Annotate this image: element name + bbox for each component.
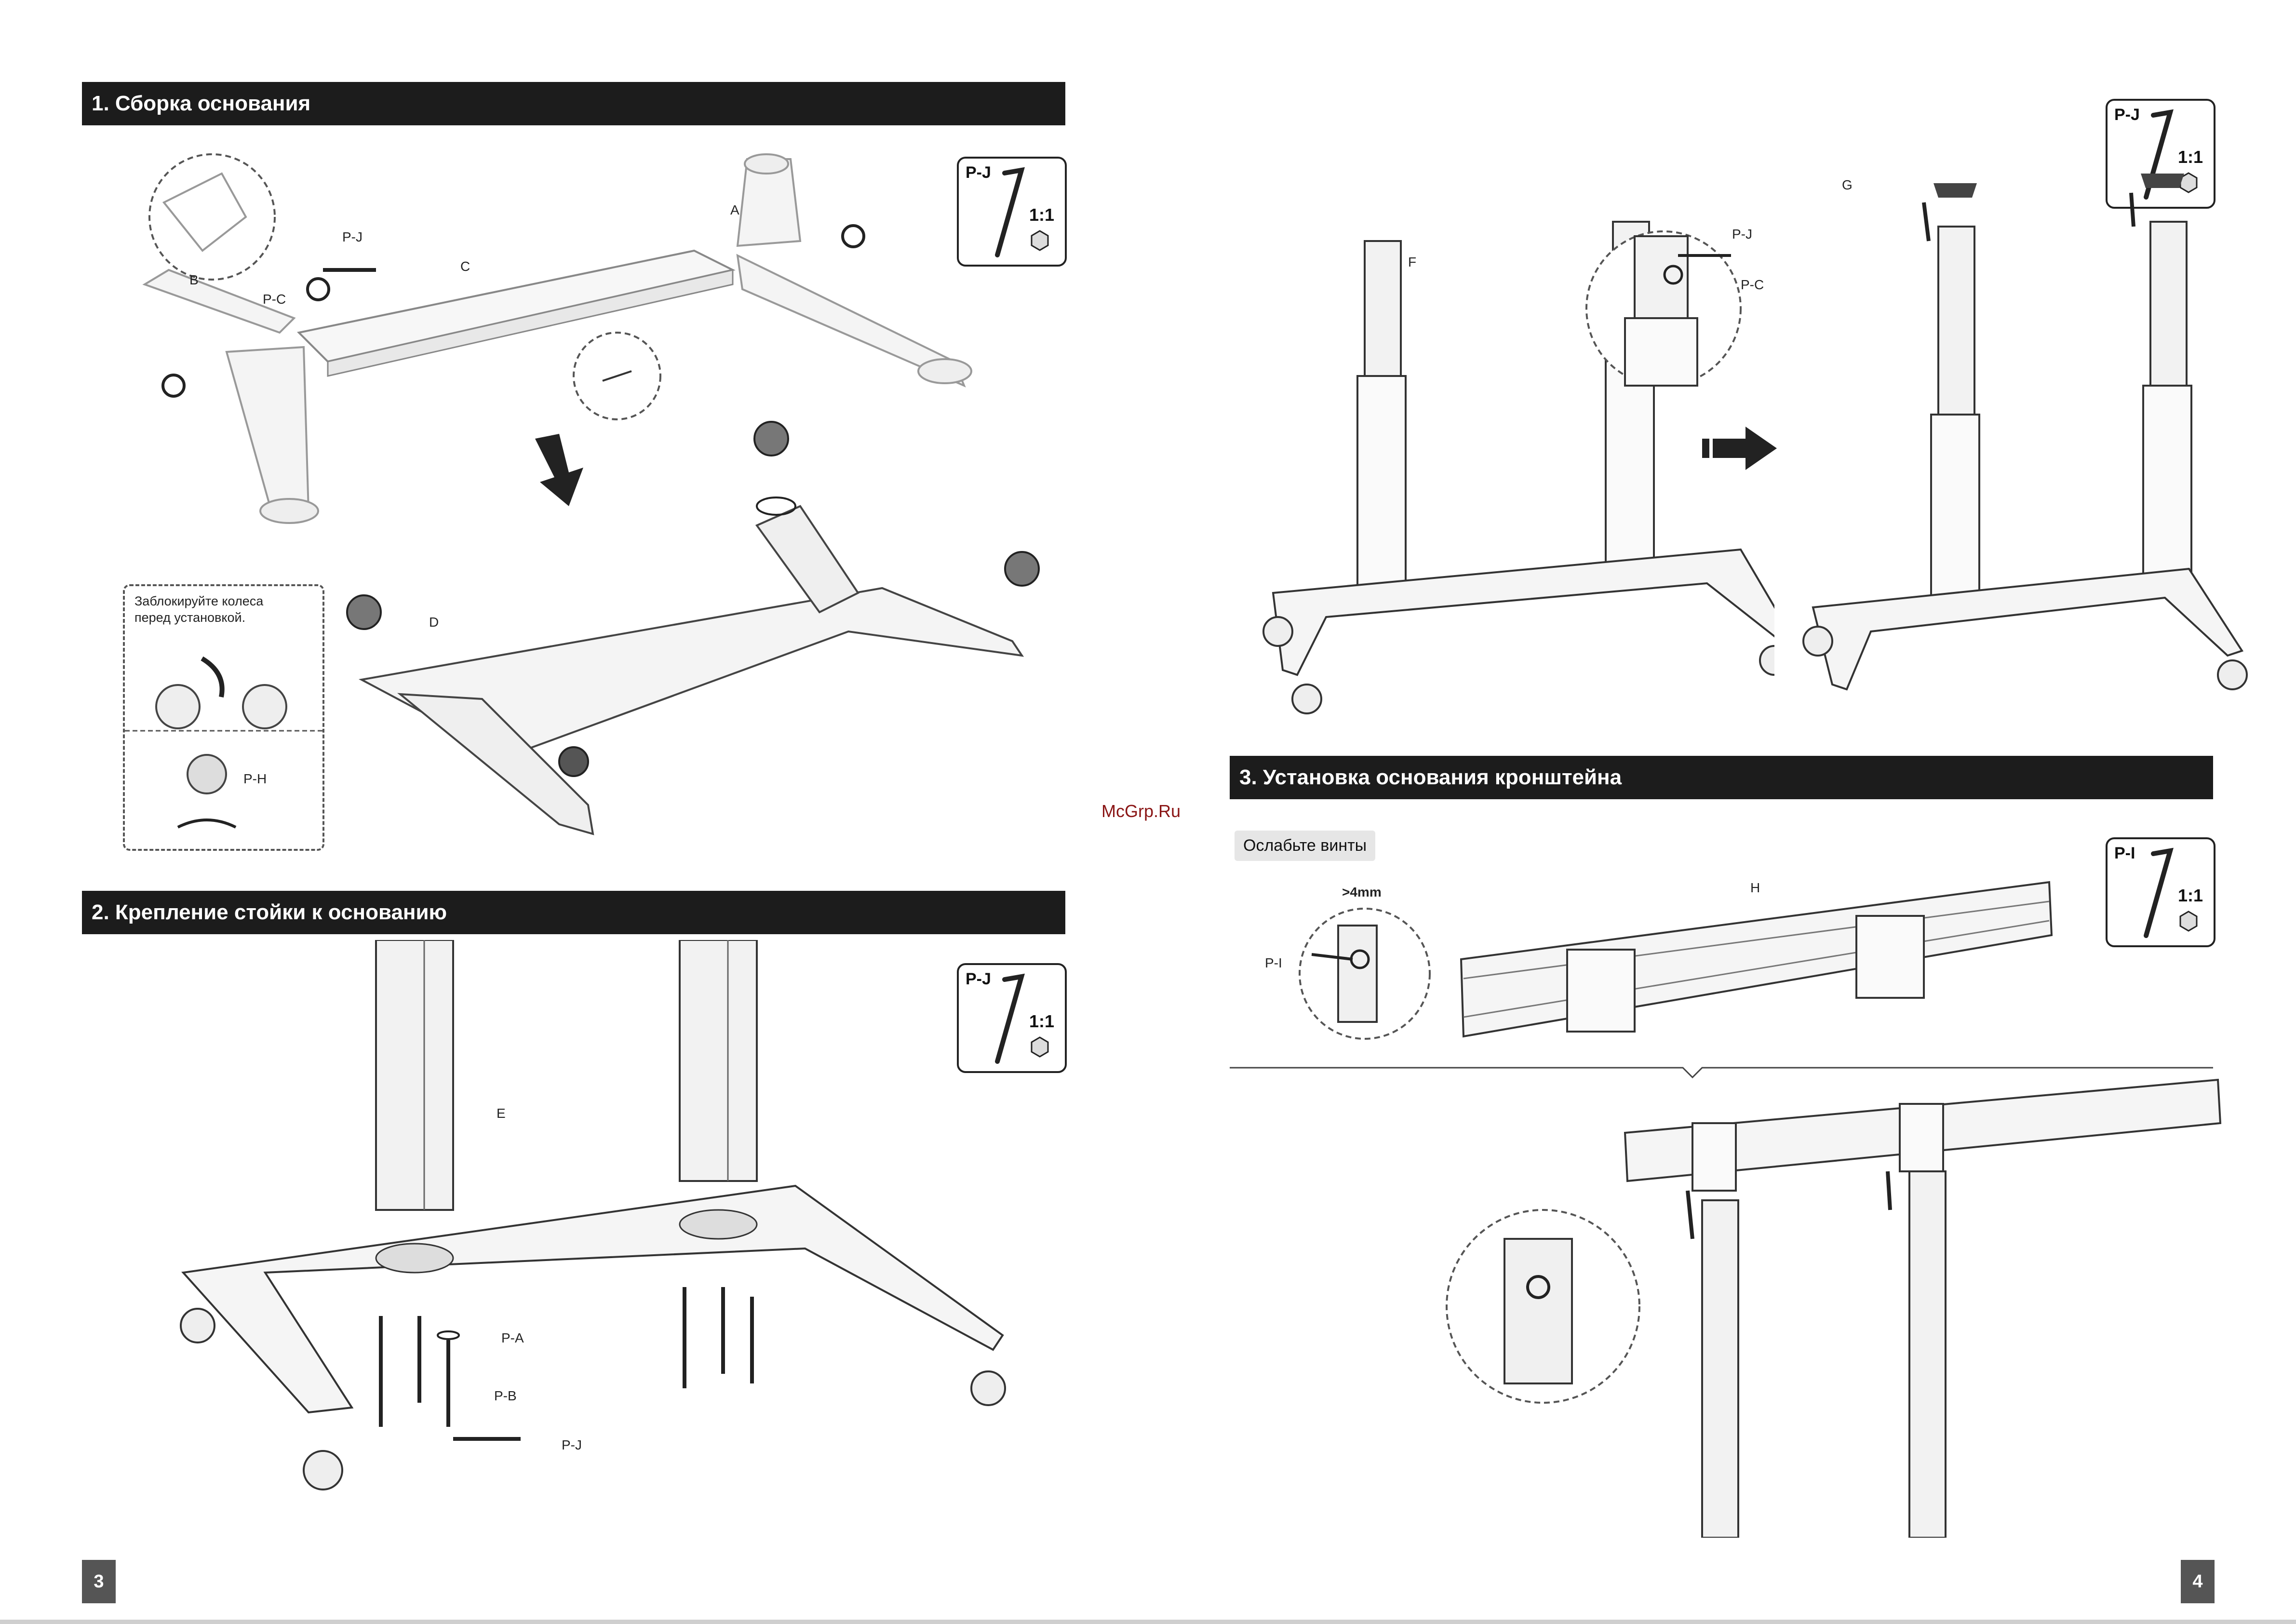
label-b: B — [189, 272, 199, 288]
label-e: E — [497, 1106, 506, 1121]
clamp-zoom-drawing-2 — [1442, 1205, 1644, 1408]
label-pj-3: P-J — [1732, 227, 1752, 242]
label-c: C — [460, 259, 470, 274]
label-pj-2: P-J — [562, 1437, 582, 1453]
right-page: P-J 1:1 F P-J P-C — [1148, 0, 2296, 1624]
section3-title: 3. Установка основания кронштейна — [1230, 756, 2213, 799]
page-number-left: 3 — [82, 1560, 116, 1603]
label-d: D — [429, 615, 439, 630]
allen-key-icon — [2108, 839, 2217, 949]
label-pj-1: P-J — [342, 229, 363, 245]
base-assembled-drawing — [337, 410, 1061, 853]
label-ph: P-H — [243, 771, 267, 787]
note-line2: перед установкой. — [134, 609, 245, 626]
label-pc-3: P-C — [1741, 277, 1764, 293]
stand-caps-drawing — [1794, 154, 2256, 733]
label-pc-1: P-C — [263, 292, 286, 307]
label-pa: P-A — [501, 1330, 524, 1346]
page-number-right: 4 — [2181, 1560, 2215, 1603]
note-line1: Заблокируйте колеса — [134, 593, 263, 609]
bottom-rule — [0, 1620, 2296, 1624]
lock-wheels-note: Заблокируйте колеса перед установкой. — [123, 584, 324, 851]
label-pi: P-I — [1265, 955, 1282, 971]
label-pb: P-B — [494, 1388, 517, 1404]
label-g: G — [1842, 177, 1853, 193]
label-a: A — [730, 202, 739, 218]
column-attach-drawing — [154, 940, 1070, 1518]
label-gap: >4mm — [1342, 885, 1382, 900]
left-page: 1. Сборка основания P-J 1:1 P- — [0, 0, 1148, 1624]
rail-mount-drawing — [1620, 1075, 2223, 1538]
rail-bracket-drawing — [1456, 877, 2064, 1041]
section1-title: 1. Сборка основания — [82, 82, 1065, 125]
loosen-screws-label: Ослабьте винты — [1235, 831, 1375, 861]
section2-title: 2. Крепление стойки к основанию — [82, 891, 1065, 934]
label-h: H — [1750, 880, 1760, 896]
arrow-right-icon — [1702, 424, 1779, 472]
label-f: F — [1408, 255, 1416, 270]
clamp-zoom-drawing — [1582, 222, 1745, 395]
gap-zoom-drawing — [1292, 901, 1437, 1046]
tool-card-pi: P-I 1:1 — [2106, 837, 2215, 947]
